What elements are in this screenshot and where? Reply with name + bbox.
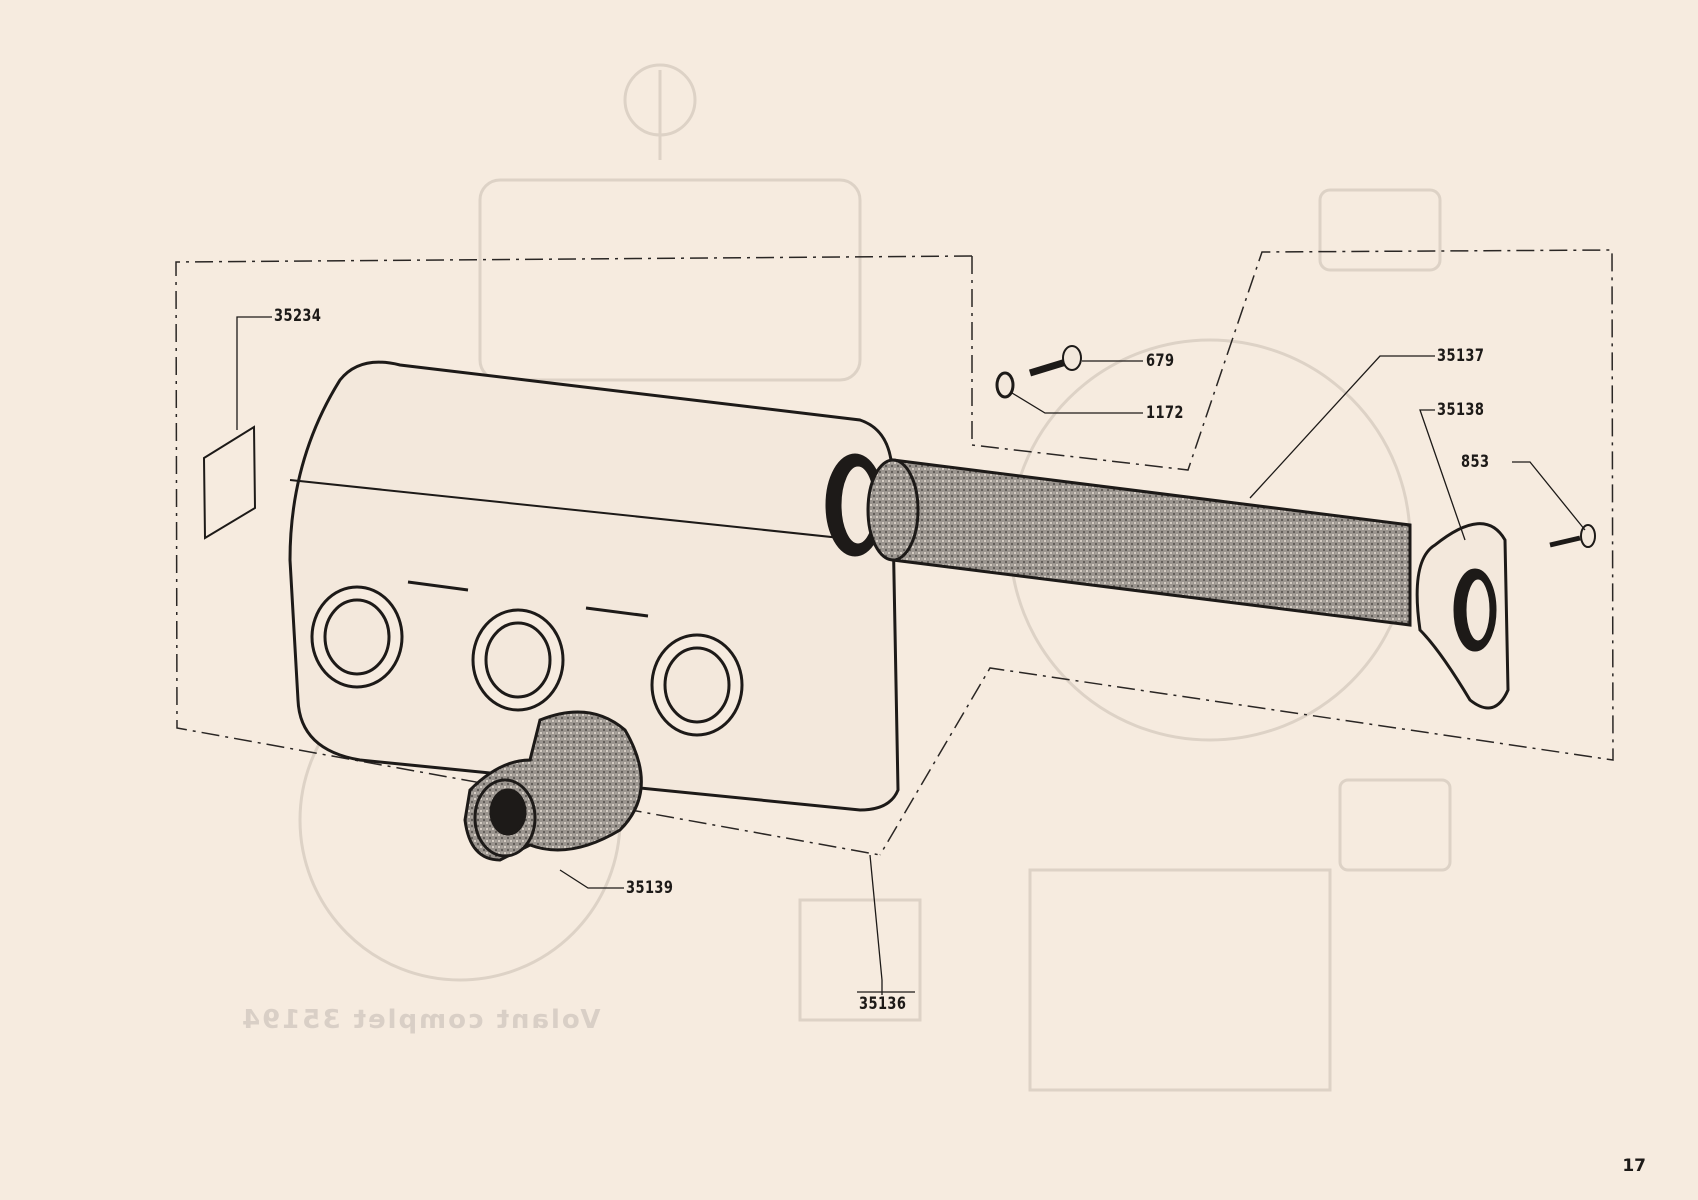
- page-number: 17: [1622, 1156, 1646, 1176]
- washer-1172: [995, 371, 1015, 399]
- part-label-1172: 1172: [1146, 403, 1184, 423]
- screw-679: [1028, 345, 1082, 377]
- part-label-853: 853: [1461, 452, 1490, 472]
- showthrough-text: Volant complet 35194: [240, 1005, 601, 1035]
- part-label-35138: 35138: [1437, 400, 1485, 420]
- part-label-679: 679: [1146, 351, 1175, 371]
- part-label-35234: 35234: [274, 306, 322, 326]
- flange-35138: [1415, 522, 1510, 710]
- filter-tube-35137: [866, 458, 1412, 627]
- part-label-35139: 35139: [626, 878, 674, 898]
- leader-lines: [236, 316, 1586, 995]
- screw-853: [1549, 524, 1596, 548]
- part-label-35136: 35136: [859, 994, 907, 1014]
- nozzle-35139: [463, 710, 643, 862]
- part-label-35137: 35137: [1437, 346, 1485, 366]
- label-plate-35234: [202, 425, 257, 540]
